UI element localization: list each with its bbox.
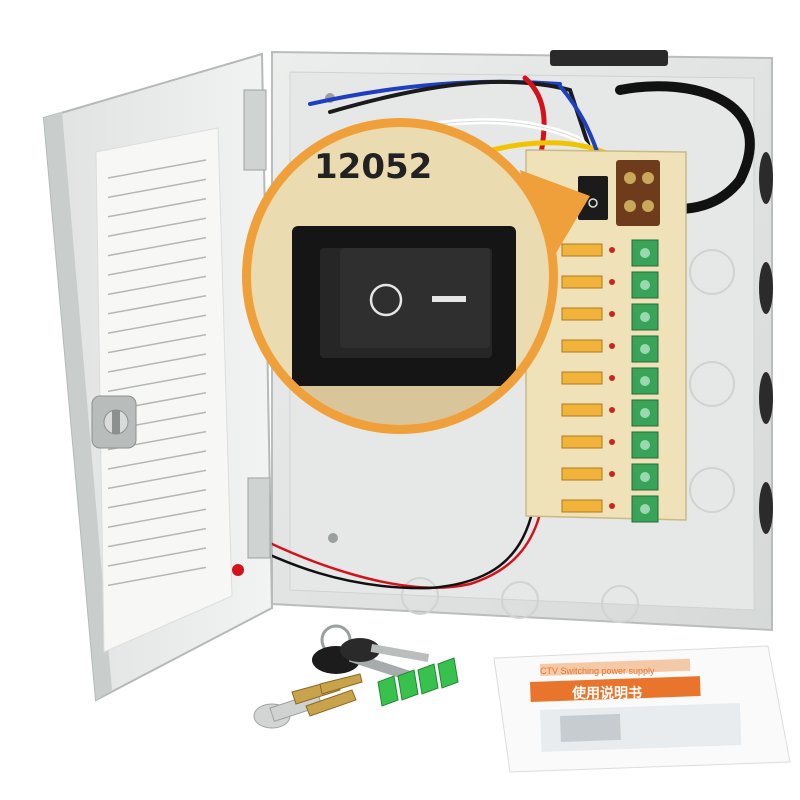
- wall-anchor: [437, 657, 459, 689]
- manual-subtitle: CTV Switching power supply: [540, 666, 655, 676]
- distribution-board: [525, 149, 687, 523]
- cabinet-door: [42, 52, 274, 702]
- label-text-line: [107, 547, 207, 567]
- keys-icon: [312, 624, 430, 682]
- channel-row: [561, 335, 659, 363]
- output-channels: [561, 239, 659, 523]
- label-text-line: [107, 450, 207, 470]
- fuse: [561, 275, 603, 289]
- terminal-screw: [640, 312, 650, 322]
- channel-led: [609, 343, 615, 349]
- power-switch-icon: [578, 176, 608, 220]
- label-text-line: [107, 353, 207, 373]
- channel-row: [561, 431, 659, 459]
- label-text-line: [107, 566, 207, 587]
- label-text-line: [107, 178, 207, 199]
- channel-row: [561, 399, 659, 427]
- knockouts: [401, 152, 773, 623]
- terminal-screw: [640, 440, 650, 450]
- channel-led: [609, 503, 615, 509]
- output-terminal: [631, 239, 659, 267]
- terminal-screw: [640, 408, 650, 418]
- led-indicator: [232, 564, 244, 576]
- channel-led: [609, 439, 615, 445]
- channel-led: [609, 407, 615, 413]
- wall-anchors-icon: [377, 657, 459, 707]
- fuse: [561, 403, 603, 417]
- hinge-bottom: [247, 477, 271, 559]
- wall-anchor: [417, 663, 439, 695]
- fuse: [561, 339, 603, 353]
- fuse: [561, 435, 603, 449]
- fuse: [561, 467, 603, 481]
- channel-led: [609, 247, 615, 253]
- label-text-line: [107, 256, 207, 276]
- fuse: [561, 499, 603, 513]
- power-off-symbol-icon: [369, 283, 403, 317]
- terminal-screw: [640, 248, 650, 258]
- wall-anchor: [377, 675, 399, 707]
- wall-anchor: [397, 669, 419, 701]
- screws-icon: [253, 673, 363, 729]
- channel-row: [561, 271, 659, 299]
- output-terminal: [631, 271, 659, 299]
- channel-led: [609, 279, 615, 285]
- channel-row: [561, 367, 659, 395]
- hinge-top: [243, 89, 267, 171]
- label-text-line: [107, 159, 207, 179]
- label-text-line: [107, 295, 207, 315]
- label-text-line: [107, 236, 207, 257]
- fuse: [561, 307, 603, 321]
- input-terminal: [616, 160, 660, 226]
- power-on-symbol-icon: [432, 296, 466, 302]
- channel-row: [561, 239, 659, 267]
- label-text-line: [107, 527, 207, 548]
- channel-row: [561, 303, 659, 331]
- label-text-line: [107, 198, 207, 218]
- label-text-line: [107, 314, 207, 334]
- label-text-line: [107, 333, 207, 354]
- terminal-screw: [640, 280, 650, 290]
- lock-icon: [91, 395, 137, 449]
- zoom-rocker-switch: [340, 248, 490, 348]
- terminal-screw: [640, 504, 650, 514]
- label-text-line: [107, 489, 207, 509]
- channel-row: [561, 495, 659, 523]
- terminal-screw: [640, 344, 650, 354]
- manual-title: 使用说明书: [571, 685, 642, 701]
- label-text-line: [107, 217, 207, 237]
- fuse: [561, 371, 603, 385]
- cable-gland: [550, 50, 668, 66]
- label-text-line: [107, 469, 207, 490]
- instruction-manual: CTV Switching power supply 使用说明书: [493, 645, 791, 773]
- zoom-board-label: 12052: [314, 147, 432, 187]
- channel-led: [609, 375, 615, 381]
- zoom-callout: 12052: [242, 118, 590, 434]
- label-text-line: [107, 372, 207, 393]
- terminal-screw: [640, 472, 650, 482]
- channel-led: [609, 471, 615, 477]
- channel-led: [609, 311, 615, 317]
- terminal-screw: [640, 376, 650, 386]
- label-text-line: [107, 508, 207, 528]
- channel-row: [561, 463, 659, 491]
- label-text-line: [107, 275, 207, 296]
- fuse: [561, 243, 603, 257]
